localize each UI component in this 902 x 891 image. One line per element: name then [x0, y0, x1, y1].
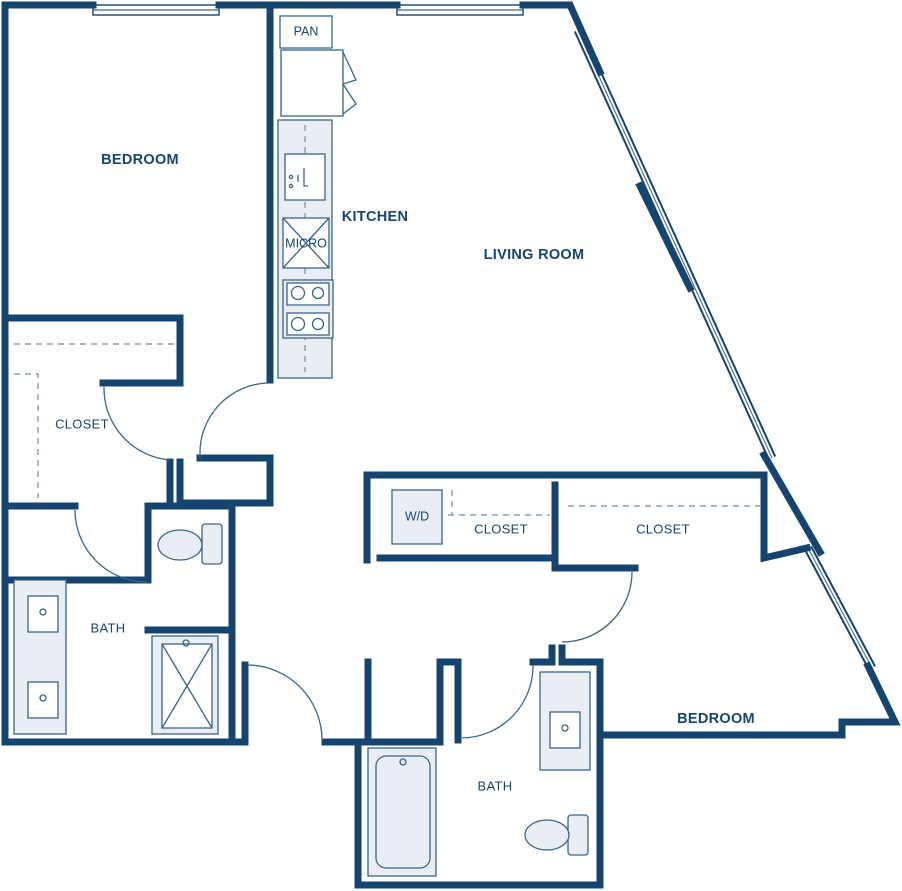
- label-closet-wd: CLOSET: [474, 521, 528, 536]
- label-washer-dryer: W/D: [405, 509, 429, 523]
- microwave: [282, 217, 330, 269]
- label-bath-2: BATH: [478, 778, 513, 793]
- vanity-2: [539, 671, 591, 771]
- door-swings: [74, 382, 633, 741]
- label-bedroom-2: BEDROOM: [677, 711, 755, 727]
- pantry: [279, 15, 333, 49]
- kitchen-sink: [284, 153, 326, 201]
- door-entry: [247, 664, 323, 741]
- windows: [92, 4, 876, 671]
- fridge: [280, 49, 344, 117]
- stove: [282, 279, 334, 339]
- label-bedroom-1: BEDROOM: [101, 152, 179, 168]
- door-closet-1: [103, 386, 171, 461]
- label-closet-3: CLOSET: [636, 521, 690, 536]
- bath-2-fixtures: [367, 671, 591, 877]
- label-living-room: LIVING ROOM: [484, 247, 585, 263]
- toilet-2: [524, 814, 589, 856]
- door-bedroom-1: [199, 382, 269, 458]
- toilet-1: [157, 523, 223, 565]
- label-closet-1: CLOSET: [55, 416, 109, 431]
- washer-dryer: [391, 489, 443, 545]
- label-microwave: MICRO: [285, 236, 327, 250]
- bath-1-fixtures: [13, 523, 223, 735]
- kitchen-counter: [277, 15, 357, 379]
- label-kitchen: KITCHEN: [342, 209, 409, 225]
- door-bath-2: [461, 664, 534, 739]
- window-bedroom-diagonal: [804, 545, 876, 671]
- label-bath-1: BATH: [91, 620, 126, 635]
- shower-1: [151, 635, 219, 735]
- door-bedroom-2: [561, 571, 633, 643]
- label-pantry: PAN: [294, 24, 319, 38]
- door-bath-1: [74, 509, 148, 583]
- labels: BEDROOM KITCHEN LIVING ROOM CLOSET BATH …: [55, 24, 755, 793]
- window-diagonal: [573, 28, 777, 460]
- tub: [367, 747, 437, 877]
- closet-details: [14, 343, 760, 545]
